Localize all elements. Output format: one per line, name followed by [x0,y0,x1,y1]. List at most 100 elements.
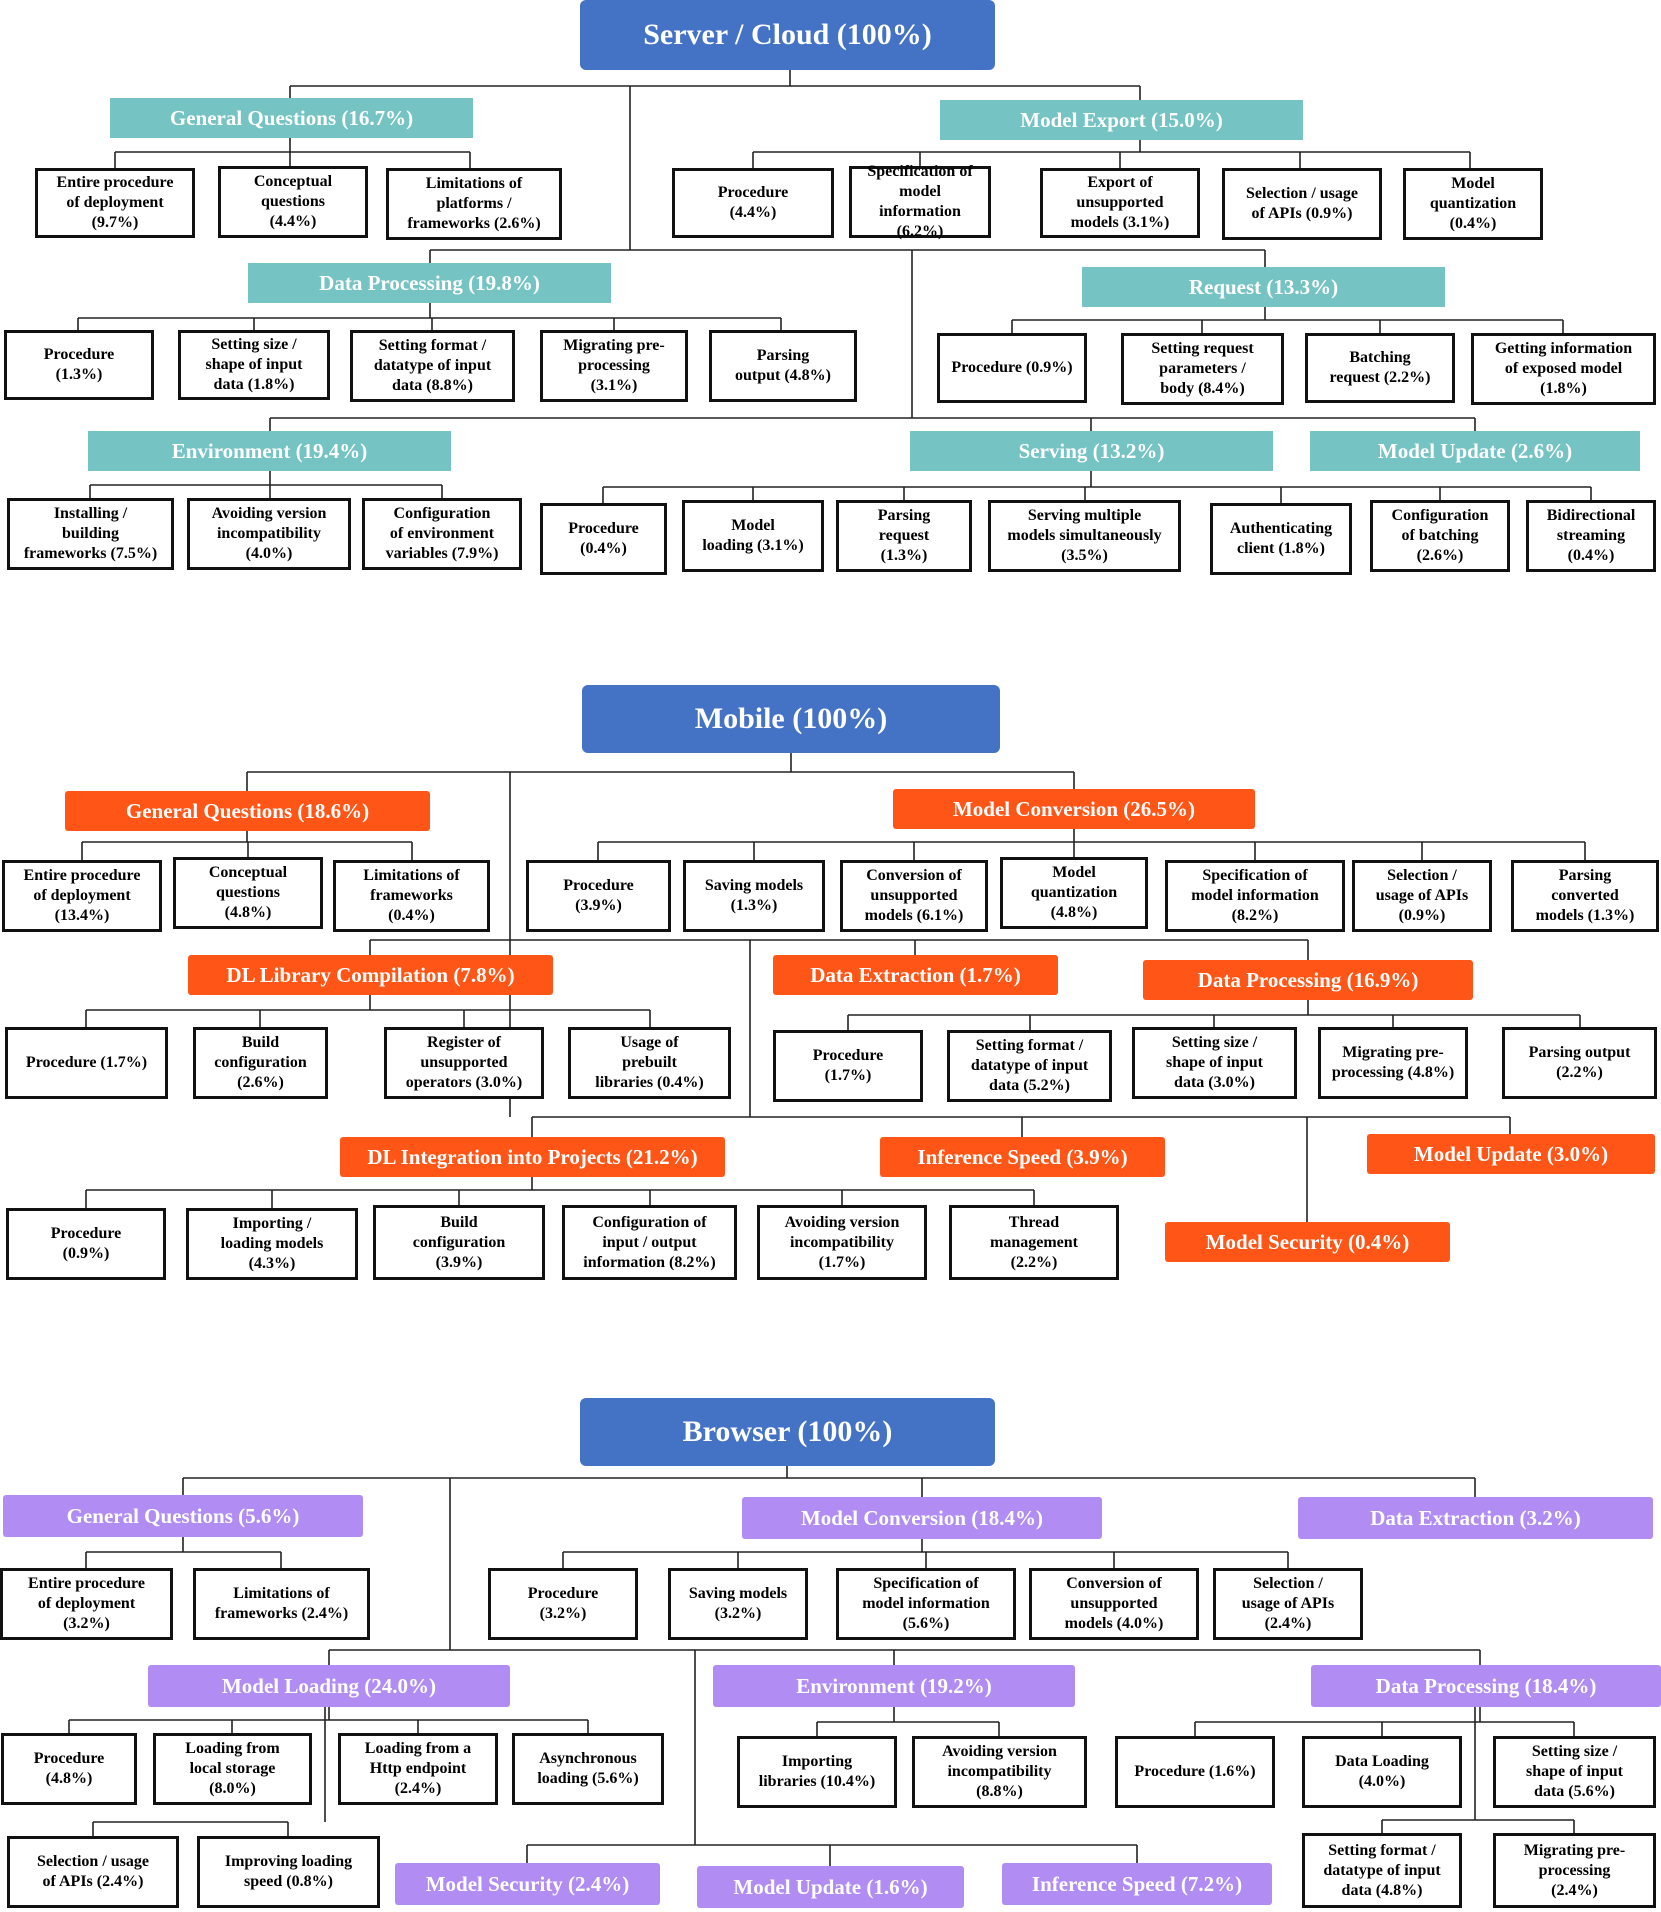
mobile-int-procedure: Procedure (0.9%) [6,1208,166,1280]
server-req-getting-info: Getting information of exposed model (1.… [1471,333,1656,405]
mobile-mc-parsing-converted: Parsing converted models (1.3%) [1511,860,1659,932]
server-dp-migrating: Migrating pre- processing (3.1%) [540,330,688,402]
browser-gq-entire-procedure: Entire procedure of deployment (3.2%) [0,1568,173,1640]
browser-model-update: Model Update (1.6%) [697,1866,964,1908]
mobile-mc-specification: Specification of model information (8.2%… [1165,860,1345,932]
server-req-procedure: Procedure (0.9%) [937,333,1087,403]
server-serving-procedure: Procedure (0.4%) [540,503,667,575]
browser-ml-improving-speed: Improving loading speed (0.8%) [197,1836,380,1908]
browser-ml-http-endpoint: Loading from a Http endpoint (2.4%) [338,1733,498,1805]
browser-ml-asynchronous: Asynchronous loading (5.6%) [512,1733,664,1805]
browser-dp-procedure: Procedure (1.6%) [1115,1736,1275,1808]
server-serving: Serving (13.2%) [910,431,1273,471]
server-model-update: Model Update (2.6%) [1310,431,1640,471]
mobile-data-processing: Data Processing (16.9%) [1143,960,1473,1000]
mobile-general-questions: General Questions (18.6%) [65,791,430,831]
mobile-mc-quantization: Model quantization (4.8%) [1000,857,1148,929]
server-gq-conceptual: Conceptual questions (4.4%) [218,166,368,238]
browser-mc-specification: Specification of model information (5.6%… [836,1568,1016,1640]
mobile-inference-speed: Inference Speed (3.9%) [880,1137,1165,1177]
mobile-model-security: Model Security (0.4%) [1165,1222,1450,1262]
browser-mc-saving: Saving models (3.2%) [668,1568,808,1640]
server-root: Server / Cloud (100%) [580,0,995,70]
mobile-int-thread-management: Thread management (2.2%) [949,1205,1119,1280]
browser-ml-procedure: Procedure (4.8%) [1,1733,137,1805]
server-env-avoiding-version: Avoiding version incompatibility (4.0%) [187,498,351,570]
server-dp-setting-format: Setting format / datatype of input data … [350,330,515,402]
mobile-lib-register-operators: Register of unsupported operators (3.0%) [384,1027,544,1099]
mobile-int-build-config: Build configuration (3.9%) [373,1205,545,1280]
server-me-procedure: Procedure (4.4%) [672,168,834,238]
browser-general-questions: General Questions (5.6%) [3,1495,363,1537]
server-me-specification: Specification of model information (6.2%… [849,163,991,240]
mobile-mc-conversion-unsupported: Conversion of unsupported models (6.1%) [840,860,988,932]
server-me-selection-apis: Selection / usage of APIs (0.9%) [1222,168,1382,240]
server-gq-entire-procedure: Entire procedure of deployment (9.7%) [35,168,195,238]
mobile-dp-parsing-output: Parsing output (2.2%) [1502,1027,1657,1099]
browser-data-processing: Data Processing (18.4%) [1311,1665,1661,1707]
server-gq-limitations: Limitations of platforms / frameworks (2… [386,168,562,240]
server-env-configuration: Configuration of environment variables (… [362,498,522,570]
server-serving-config-batching: Configuration of batching (2.6%) [1370,500,1510,572]
browser-env-importing: Importing libraries (10.4%) [737,1736,897,1808]
mobile-dp-migrating: Migrating pre- processing (4.8%) [1318,1027,1468,1099]
mobile-mc-procedure: Procedure (3.9%) [526,860,671,932]
mobile-data-extraction: Data Extraction (1.7%) [773,955,1058,995]
mobile-gq-entire-procedure: Entire procedure of deployment (13.4%) [2,860,162,932]
browser-dp-setting-format: Setting format / datatype of input data … [1302,1833,1462,1908]
server-dp-parsing-output: Parsing output (4.8%) [709,330,857,402]
mobile-lib-build-config: Build configuration (2.6%) [193,1027,328,1099]
server-serving-bidirectional: Bidirectional streaming (0.4%) [1526,500,1656,572]
browser-model-loading: Model Loading (24.0%) [148,1665,510,1707]
browser-model-security: Model Security (2.4%) [395,1863,660,1905]
server-serving-authenticating: Authenticating client (1.8%) [1210,503,1352,575]
server-me-export-unsupported: Export of unsupported models (3.1%) [1040,168,1200,238]
mobile-model-update: Model Update (3.0%) [1367,1134,1655,1174]
server-dp-setting-size: Setting size / shape of input data (1.8%… [178,330,330,400]
browser-inference-speed: Inference Speed (7.2%) [1002,1863,1272,1905]
browser-ml-selection-apis: Selection / usage of APIs (2.4%) [7,1836,179,1908]
mobile-gq-limitations: Limitations of frameworks (0.4%) [333,860,490,932]
server-request: Request (13.3%) [1082,267,1445,307]
mobile-int-config-io: Configuration of input / output informat… [562,1205,737,1280]
mobile-mc-selection-apis: Selection / usage of APIs (0.9%) [1352,860,1492,932]
browser-mc-procedure: Procedure (3.2%) [488,1568,638,1640]
server-data-processing: Data Processing (19.8%) [248,263,611,303]
browser-env-avoiding-version: Avoiding version incompatibility (8.8%) [912,1736,1087,1808]
server-req-batching: Batching request (2.2%) [1305,333,1455,403]
browser-mc-conversion-unsupported: Conversion of unsupported models (4.0%) [1029,1568,1199,1640]
mobile-dp-procedure: Procedure (1.7%) [773,1030,923,1102]
server-general-questions: General Questions (16.7%) [110,98,473,138]
mobile-dp-setting-size: Setting size / shape of input data (3.0%… [1132,1027,1297,1099]
browser-dp-data-loading: Data Loading (4.0%) [1302,1736,1462,1808]
browser-data-extraction: Data Extraction (3.2%) [1298,1497,1653,1539]
mobile-gq-conceptual: Conceptual questions (4.8%) [173,857,323,929]
browser-environment: Environment (19.2%) [713,1665,1075,1707]
mobile-dl-library-compilation: DL Library Compilation (7.8%) [188,955,553,995]
server-serving-multiple-models: Serving multiple models simultaneously (… [988,500,1181,572]
mobile-int-avoiding-version: Avoiding version incompatibility (1.7%) [757,1205,927,1280]
mobile-model-conversion: Model Conversion (26.5%) [893,789,1255,829]
server-serving-model-loading: Model loading (3.1%) [682,500,824,572]
mobile-int-importing: Importing / loading models (4.3%) [186,1208,358,1280]
server-serving-parsing-request: Parsing request (1.3%) [836,500,972,572]
browser-ml-local-storage: Loading from local storage (8.0%) [153,1733,312,1805]
browser-root: Browser (100%) [580,1398,995,1466]
server-dp-procedure: Procedure (1.3%) [4,330,154,400]
mobile-dp-setting-format: Setting format / datatype of input data … [947,1030,1112,1102]
server-req-parameters: Setting request parameters / body (8.4%) [1121,333,1284,405]
browser-gq-limitations: Limitations of frameworks (2.4%) [193,1568,370,1640]
server-me-quantization: Model quantization (0.4%) [1403,168,1543,240]
mobile-mc-saving: Saving models (1.3%) [683,860,825,932]
browser-dp-migrating: Migrating pre- processing (2.4%) [1493,1833,1656,1908]
browser-model-conversion: Model Conversion (18.4%) [742,1497,1102,1539]
mobile-lib-procedure: Procedure (1.7%) [5,1027,168,1099]
mobile-root: Mobile (100%) [582,685,1000,753]
browser-mc-selection-apis: Selection / usage of APIs (2.4%) [1213,1568,1363,1640]
server-env-installing: Installing / building frameworks (7.5%) [7,498,174,570]
mobile-dl-integration: DL Integration into Projects (21.2%) [340,1137,725,1177]
server-model-export: Model Export (15.0%) [940,100,1303,140]
server-environment: Environment (19.4%) [88,431,451,471]
browser-dp-setting-size: Setting size / shape of input data (5.6%… [1493,1736,1656,1808]
